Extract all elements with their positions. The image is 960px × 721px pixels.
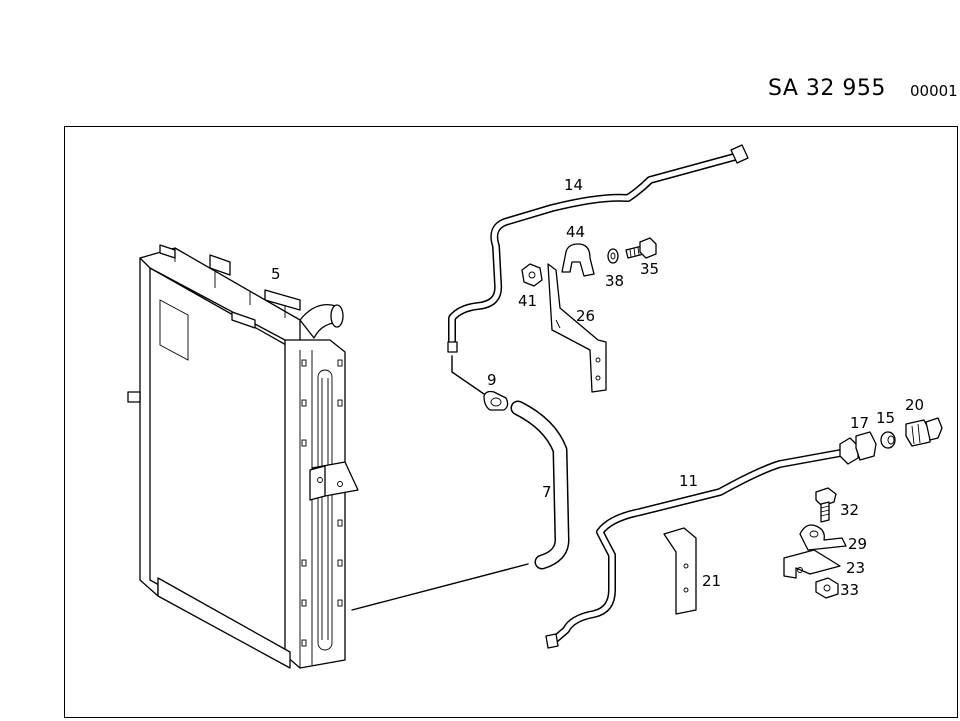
pipe-14 [447, 144, 749, 395]
callout-38: 38 [605, 272, 624, 290]
bolt-32 [815, 487, 837, 523]
callout-7: 7 [542, 483, 552, 501]
sheet-number: 00001 [910, 82, 958, 100]
nut-41 [521, 263, 543, 287]
bracket-21 [663, 527, 697, 615]
washer-38 [607, 248, 619, 264]
nut-33 [815, 577, 839, 599]
callout-9: 9 [487, 371, 497, 389]
callout-35: 35 [640, 260, 659, 278]
hose-7 [510, 400, 570, 570]
ring-15 [880, 431, 896, 449]
nut-17 [839, 431, 877, 465]
clip-29 [799, 524, 847, 551]
callout-41: 41 [518, 292, 537, 310]
diagram-frame [64, 126, 958, 718]
callout-14: 14 [564, 176, 583, 194]
callout-32: 32 [840, 501, 859, 519]
pipe-11 [545, 448, 850, 649]
callout-29: 29 [848, 535, 867, 553]
radiator [127, 244, 529, 669]
callout-44: 44 [566, 223, 585, 241]
callout-21: 21 [702, 572, 721, 590]
callout-33: 33 [840, 581, 859, 599]
bracket-23 [783, 549, 841, 579]
callout-26: 26 [576, 307, 595, 325]
hose-clamp-9 [483, 390, 509, 411]
union-20 [905, 417, 943, 447]
callout-5: 5 [271, 265, 281, 283]
callout-11: 11 [679, 472, 698, 490]
clip-44 [561, 243, 595, 277]
callout-23: 23 [846, 559, 865, 577]
callout-17: 17 [850, 414, 869, 432]
callout-15: 15 [876, 409, 895, 427]
drawing-reference-number: SA 32 955 [768, 76, 886, 101]
bracket-26 [547, 263, 607, 393]
bolt-35 [625, 237, 657, 259]
callout-20: 20 [905, 396, 924, 414]
